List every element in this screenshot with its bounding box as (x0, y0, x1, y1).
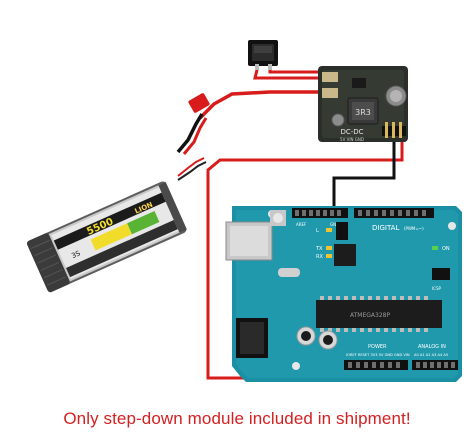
battery-lead-red-lower (182, 117, 208, 155)
aref-label: AREF (296, 222, 307, 227)
gnd-label-top: GND (330, 222, 339, 227)
switch-wire-red-right (268, 64, 322, 74)
analog-pins-label: A0 A1 A2 A3 A4 A5 (414, 353, 448, 357)
balance-lead (177, 157, 205, 177)
battery-cells: 3S (70, 249, 82, 260)
icsp-label: ICSP (432, 286, 442, 291)
tx-label: TX (315, 246, 323, 252)
wire-gnd-black (332, 140, 396, 208)
balance-lead-black (177, 161, 207, 181)
arduino-uno: AREF GND DIGITAL (PWM=~) L TX RX ON (225, 202, 462, 382)
reset-button (273, 213, 283, 223)
on-label: ON (442, 246, 450, 252)
lipo-battery: 5500 LION 3S (26, 93, 210, 293)
digital-sub-label: (PWM=~) (404, 226, 424, 231)
rocker-switch (248, 40, 278, 70)
module-pins-label: 5V VIN GND (340, 137, 364, 142)
dc-dc-module: 3R3 DC-DC 5V VIN GND (318, 66, 408, 142)
xt-connector (188, 93, 210, 113)
power-label: POWER (368, 344, 387, 350)
module-label: DC-DC (340, 128, 363, 136)
shipment-caption: Only step-down module included in shipme… (63, 409, 411, 428)
chip-label: ATMEGA328P (350, 312, 390, 319)
inductor-code: 3R3 (355, 108, 371, 117)
power-pins-label: IOREF RESET 3V3 5V GND GND VIN (346, 353, 410, 357)
reset-label: RESET (268, 202, 281, 207)
atmega-chip (316, 300, 442, 328)
rx-label: RX (316, 254, 323, 260)
analog-label: ANALOG IN (418, 344, 446, 350)
icsp-header-main (432, 268, 450, 280)
digital-label: DIGITAL (372, 224, 399, 232)
l-label: L (316, 228, 319, 234)
battery-lead-red (198, 90, 322, 120)
analog-header (412, 360, 458, 370)
battery-lead-black (176, 113, 204, 154)
